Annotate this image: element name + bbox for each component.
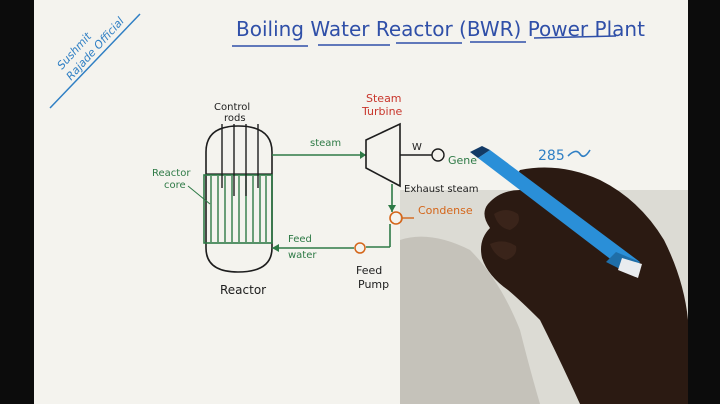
- exhaust-arrow: [388, 205, 396, 212]
- feed-water-label-2: water: [288, 250, 317, 261]
- exhaust-steam-label: Exhaust steam: [404, 184, 479, 195]
- steam-label: steam: [310, 138, 341, 149]
- reactor-core-label-2: core: [164, 180, 186, 191]
- right-dark-edge: [688, 0, 720, 404]
- note-number: 285: [538, 148, 565, 164]
- work-label: W: [412, 142, 422, 153]
- feed-water-arrow: [272, 244, 279, 252]
- condenser-label: Condense: [418, 204, 473, 217]
- generator-label: Gene: [448, 154, 477, 167]
- control-rods-label-2: rods: [224, 113, 246, 124]
- presenter-hand: [481, 167, 688, 404]
- blue-marker-pen: [470, 146, 642, 278]
- steam-arrow: [360, 151, 366, 159]
- title-underline-5: [533, 35, 617, 39]
- feed-pump-label-1: Feed: [356, 264, 382, 277]
- reactor-label: Reactor: [220, 283, 266, 297]
- feed-water-label-1: Feed: [288, 234, 312, 245]
- steam-turbine: [365, 122, 401, 188]
- hand-shadow: [400, 236, 540, 404]
- steam-turbine-label-2: Turbine: [361, 105, 403, 118]
- control-rods-label-1: Control: [214, 102, 250, 113]
- reactor-core-pointer: [187, 185, 211, 205]
- feed-pump-label-2: Pump: [358, 278, 389, 291]
- generator-symbol: [431, 148, 445, 162]
- watermark-underline: [49, 13, 141, 109]
- note-squiggle: [567, 149, 591, 158]
- left-dark-edge: [0, 0, 34, 404]
- reactor-core-label-1: Reactor: [152, 168, 191, 179]
- control-rods: [221, 124, 259, 196]
- reactor-core: [203, 174, 273, 244]
- steam-turbine-label-1: Steam: [366, 92, 402, 105]
- feed-pump-symbol: [354, 242, 366, 254]
